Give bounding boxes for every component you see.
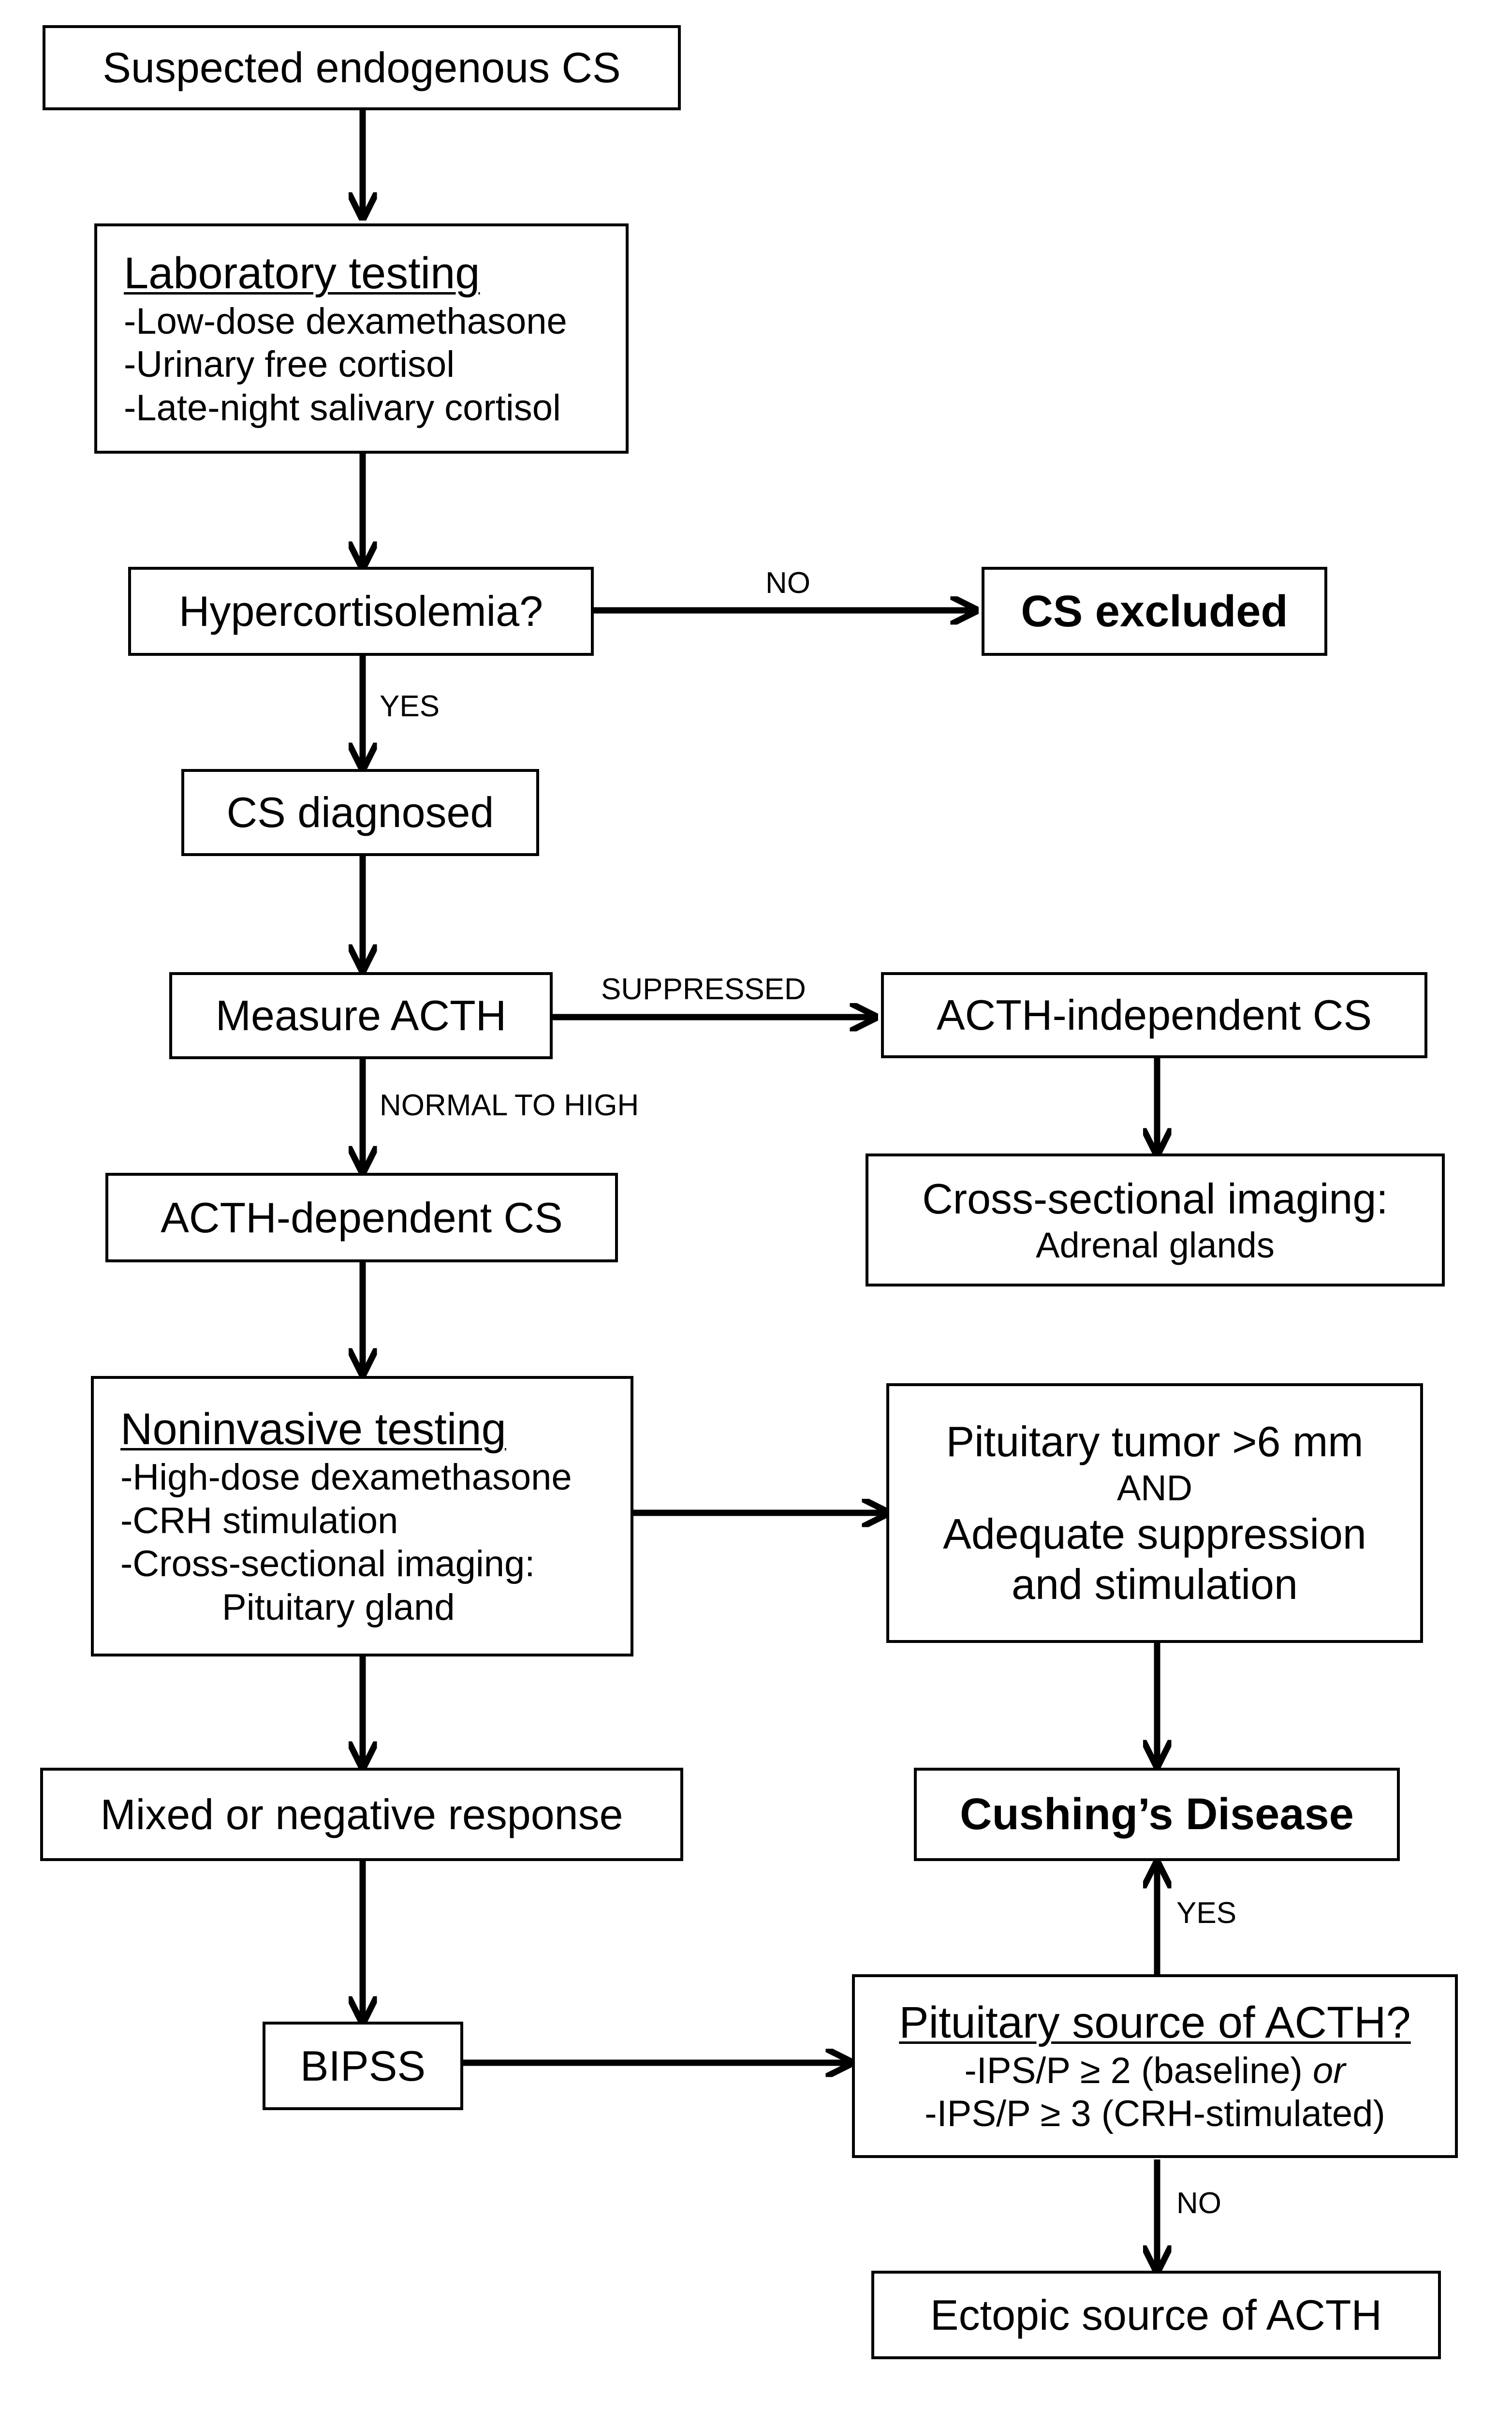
node-noninvasive-testing: Noninvasive testing -High-dose dexametha… bbox=[91, 1376, 633, 1656]
node-cushings-disease: Cushing’s Disease bbox=[914, 1768, 1400, 1861]
node-measure-acth-text: Measure ACTH bbox=[215, 991, 507, 1040]
pit-tumor-line2: Adequate suppression bbox=[943, 1510, 1366, 1558]
edge-label-yes-cushing: YES bbox=[1176, 1896, 1237, 1930]
noninvasive-item-imaging: -Cross-sectional imaging: bbox=[120, 1543, 535, 1585]
node-acth-dependent: ACTH-dependent CS bbox=[105, 1173, 618, 1262]
pit-source-item1-or: or bbox=[1312, 2050, 1346, 2091]
lab-item-urinary-cortisol: -Urinary free cortisol bbox=[124, 344, 455, 385]
pit-source-item1: -IPS/P ≥ 2 (baseline) or bbox=[965, 2049, 1346, 2093]
pit-source-item1-main: -IPS/P ≥ 2 (baseline) bbox=[964, 2050, 1313, 2091]
noninvasive-item-crh: -CRH stimulation bbox=[120, 1500, 398, 1541]
pit-tumor-line1: Pituitary tumor >6 mm bbox=[946, 1418, 1364, 1466]
edge-label-no-excluded: NO bbox=[765, 566, 810, 600]
node-laboratory-testing-title: Laboratory testing bbox=[124, 249, 480, 298]
node-cross-sectional-adrenal-title: Cross-sectional imaging: bbox=[922, 1174, 1388, 1223]
node-pituitary-tumor: Pituitary tumor >6 mm AND Adequate suppr… bbox=[886, 1383, 1423, 1643]
node-bipss: BIPSS bbox=[263, 2022, 463, 2110]
node-ectopic-source: Ectopic source of ACTH bbox=[871, 2271, 1441, 2359]
node-measure-acth: Measure ACTH bbox=[169, 972, 553, 1059]
node-mixed-response: Mixed or negative response bbox=[40, 1768, 683, 1861]
node-noninvasive-testing-title: Noninvasive testing bbox=[120, 1405, 506, 1454]
node-suspected-cs-text: Suspected endogenous CS bbox=[103, 44, 621, 92]
node-acth-independent: ACTH-independent CS bbox=[881, 972, 1427, 1058]
edge-label-normal-high: NORMAL TO HIGH bbox=[380, 1089, 639, 1122]
node-acth-dependent-text: ACTH-dependent CS bbox=[161, 1193, 563, 1242]
lab-item-salivary-cortisol: -Late-night salivary cortisol bbox=[124, 387, 561, 429]
node-suspected-cs: Suspected endogenous CS bbox=[43, 25, 681, 110]
node-ectopic-source-text: Ectopic source of ACTH bbox=[930, 2291, 1382, 2339]
pit-tumor-and: AND bbox=[1116, 1467, 1193, 1508]
edge-label-suppressed: SUPPRESSED bbox=[601, 973, 806, 1006]
node-hypercortisolemia-text: Hypercortisolemia? bbox=[178, 587, 543, 636]
node-cs-excluded: CS excluded bbox=[982, 567, 1327, 656]
node-cs-excluded-text: CS excluded bbox=[1021, 586, 1288, 636]
node-cs-diagnosed-text: CS diagnosed bbox=[226, 788, 494, 837]
edge-label-no-ectopic: NO bbox=[1176, 2187, 1221, 2220]
node-bipss-text: BIPSS bbox=[300, 2041, 426, 2090]
noninvasive-item-dexamethasone: -High-dose dexamethasone bbox=[120, 1456, 572, 1498]
node-hypercortisolemia: Hypercortisolemia? bbox=[128, 567, 594, 656]
node-cushings-disease-text: Cushing’s Disease bbox=[960, 1789, 1354, 1839]
pit-tumor-line3: and stimulation bbox=[1012, 1560, 1298, 1609]
node-mixed-response-text: Mixed or negative response bbox=[100, 1790, 623, 1838]
node-pituitary-source-title: Pituitary source of ACTH? bbox=[899, 1998, 1411, 2048]
lab-item-dexamethasone: -Low-dose dexamethasone bbox=[124, 300, 567, 342]
edge-label-yes-diagnosed: YES bbox=[380, 690, 440, 723]
node-cs-diagnosed: CS diagnosed bbox=[181, 769, 539, 856]
node-cross-sectional-adrenal: Cross-sectional imaging: Adrenal glands bbox=[866, 1153, 1445, 1286]
node-pituitary-source: Pituitary source of ACTH? -IPS/P ≥ 2 (ba… bbox=[852, 1974, 1458, 2158]
noninvasive-item-pituitary: Pituitary gland bbox=[222, 1586, 455, 1628]
node-cross-sectional-adrenal-sub: Adrenal glands bbox=[1036, 1225, 1275, 1265]
node-acth-independent-text: ACTH-independent CS bbox=[936, 991, 1372, 1039]
node-laboratory-testing: Laboratory testing -Low-dose dexamethaso… bbox=[94, 223, 629, 454]
pit-source-item2: -IPS/P ≥ 3 (CRH-stimulated) bbox=[925, 2093, 1385, 2135]
